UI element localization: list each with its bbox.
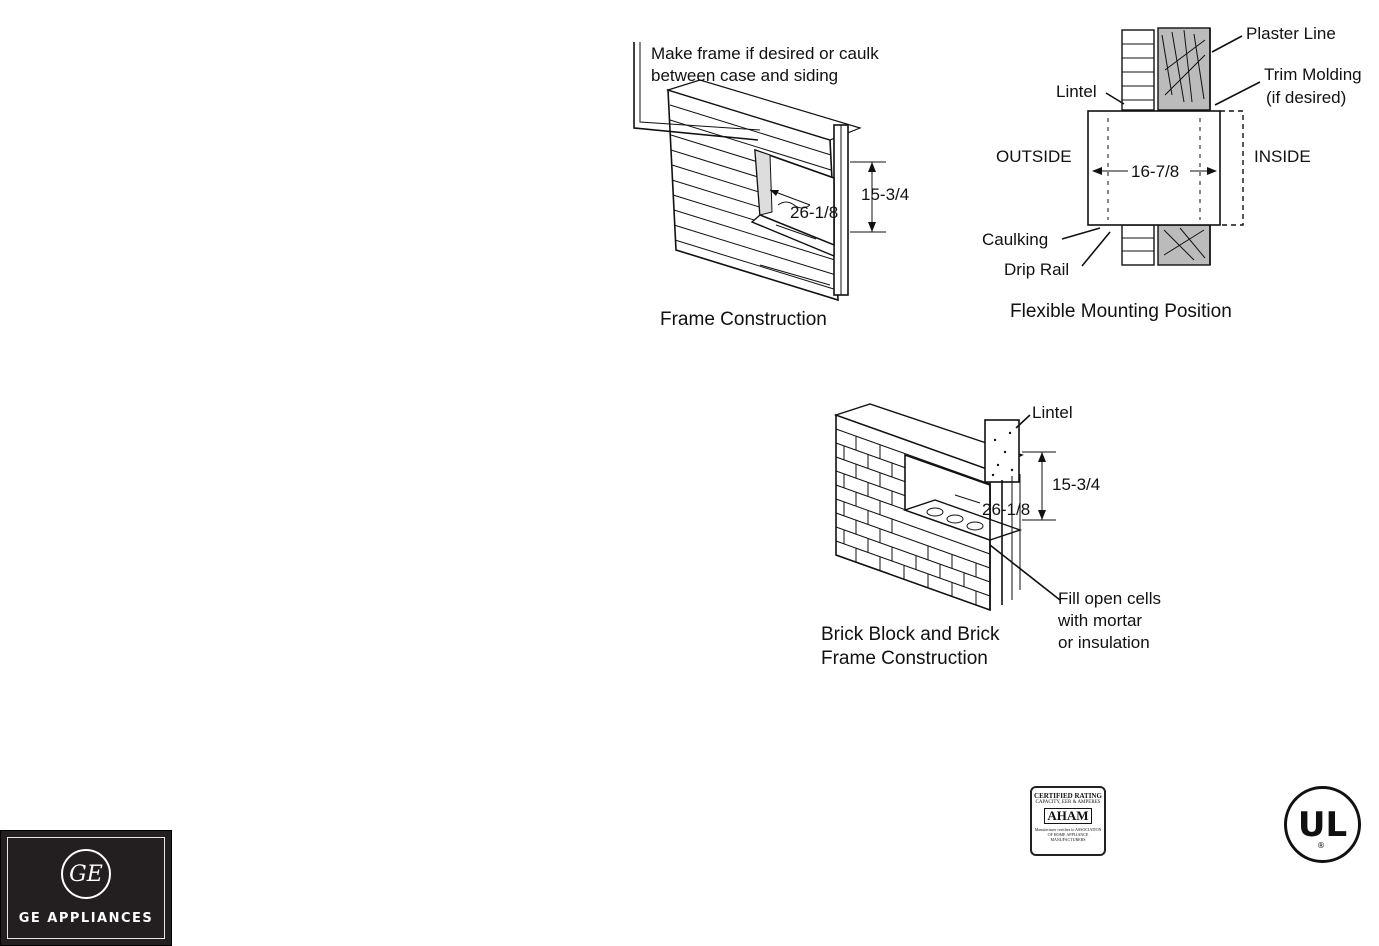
trim-molding-line2: (if desired) (1266, 88, 1346, 107)
aham-mark: AHAM (1044, 808, 1092, 824)
frame-construction-illustration (633, 42, 886, 302)
frame-dim-height: 15-3/4 (861, 185, 909, 204)
trim-molding-line1: Trim Molding (1264, 65, 1362, 84)
flexible-mounting-illustration (1061, 27, 1261, 267)
plaster-line-label: Plaster Line (1246, 24, 1336, 43)
aham-certification-seal: CERTIFIED RATING CAPACITY, EER & AMPERES… (1030, 786, 1106, 856)
frame-dim-width: 26-1/8 (790, 203, 838, 222)
caulking-label: Caulking (982, 230, 1048, 249)
brick-construction-illustration (833, 403, 1061, 612)
brick-dim-width: 26-1/8 (982, 500, 1030, 519)
fill-cells-line3: or insulation (1058, 633, 1150, 652)
brick-course-line (835, 498, 991, 555)
frame-note-line2: between case and siding (651, 66, 838, 85)
ge-logo-border (7, 837, 165, 939)
ul-registered-symbol: ® (1317, 841, 1325, 850)
brick-dim-height: 15-3/4 (1052, 475, 1100, 494)
ge-monogram-icon: GE (61, 849, 111, 899)
brick-lintel-label: Lintel (1032, 403, 1073, 422)
frame-note-line1: Make frame if desired or caulk (651, 44, 879, 63)
brick-course-line (835, 428, 991, 485)
fill-cells-line2: with mortar (1057, 611, 1142, 630)
brick-course-line (835, 540, 991, 597)
ge-appliances-wordmark: GE APPLIANCES (18, 911, 154, 926)
brick-caption-line1: Brick Block and Brick (821, 624, 1000, 645)
frame-caption: Frame Construction (660, 309, 827, 330)
outside-label: OUTSIDE (996, 147, 1072, 166)
depth-dim: 16-7/8 (1131, 162, 1179, 181)
aham-certified-rating: CERTIFIED RATING (1034, 792, 1102, 800)
lintel-label: Lintel (1056, 82, 1097, 101)
inside-label: INSIDE (1254, 147, 1311, 166)
brick-course-line (835, 512, 991, 569)
aham-fine-print: Manufacturer certifies to ASSOCIATION OF… (1034, 827, 1102, 842)
drip-rail-label: Drip Rail (1004, 260, 1069, 279)
ul-listing-mark: UL ® (1284, 786, 1361, 863)
aham-capacity-text: CAPACITY, EER & AMPERES (1035, 800, 1101, 805)
flexible-caption: Flexible Mounting Position (1010, 301, 1232, 322)
brick-caption-line2: Frame Construction (821, 648, 988, 669)
ul-mark-text: UL (1297, 804, 1348, 845)
fill-cells-line1: Fill open cells (1058, 589, 1161, 608)
ge-appliances-logo: GE GE APPLIANCES (0, 830, 172, 946)
